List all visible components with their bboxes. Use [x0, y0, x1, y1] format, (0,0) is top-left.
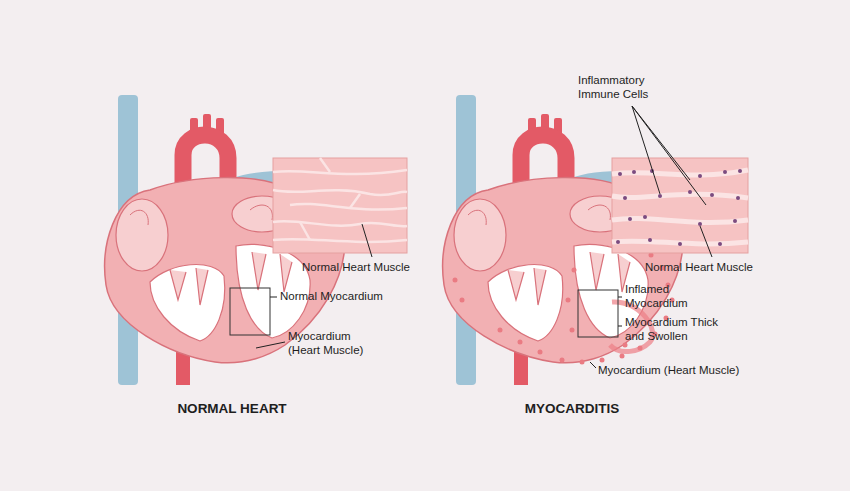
region-label: Inflamed Myocardium [625, 283, 697, 311]
normal-tissue-inset [273, 158, 407, 253]
inflamed-tissue-inset [612, 158, 748, 253]
zoom-box [578, 290, 618, 337]
figure-caption: NORMAL HEART [152, 401, 312, 417]
region-label: Myocardium Thick and Swollen [625, 316, 731, 344]
tissue-label: Normal Heart Muscle [645, 261, 753, 275]
cell-label: Inflammatory Immune Cells [578, 74, 660, 102]
leader-lines [256, 106, 712, 368]
tissue-label: Normal Heart Muscle [302, 261, 410, 275]
zoom-box [230, 288, 270, 335]
part-label: Myocardium (Heart Muscle) [598, 364, 739, 378]
part-label: Myocardium (Heart Muscle) [288, 330, 378, 358]
figure-caption: MYOCARDITIS [492, 401, 652, 417]
region-label: Normal Myocardium [280, 290, 383, 304]
